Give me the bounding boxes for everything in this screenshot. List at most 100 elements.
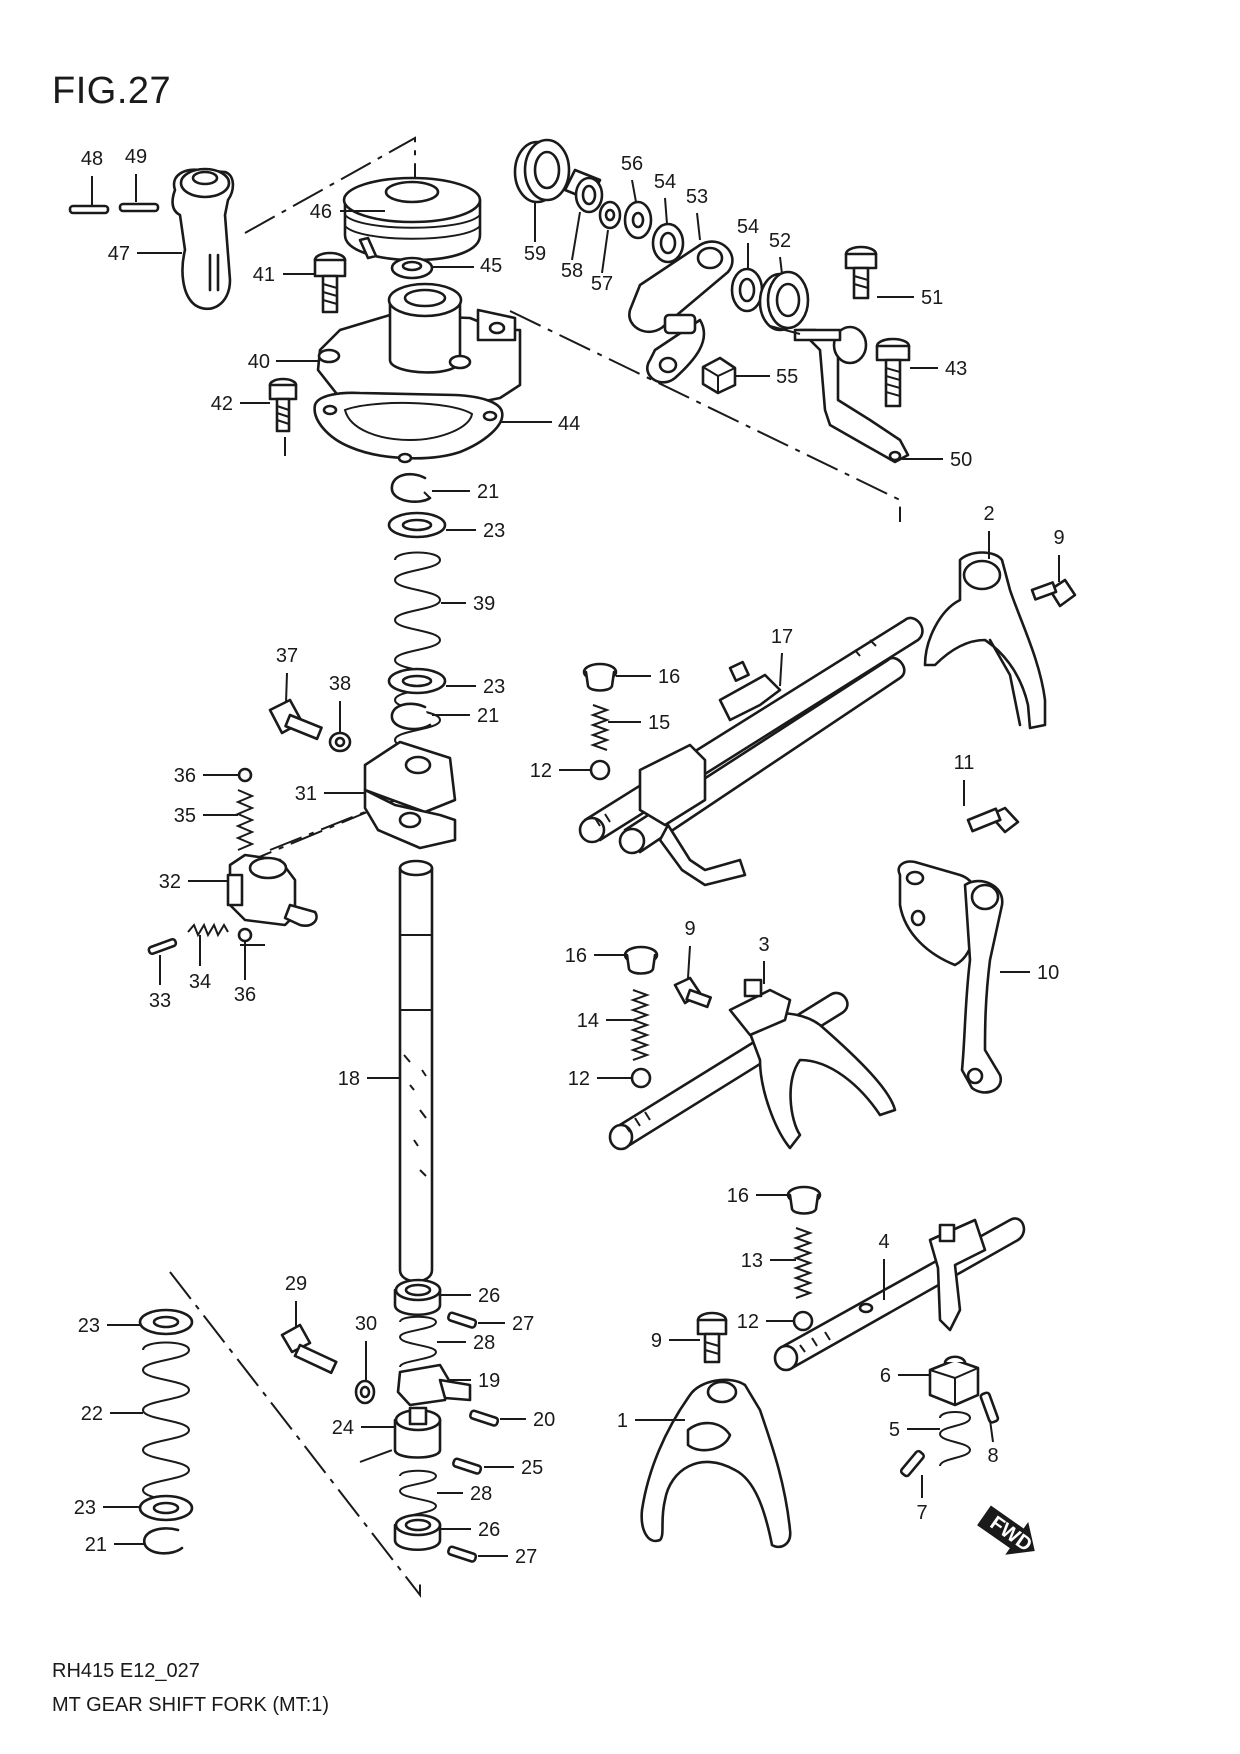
callout-label-l50: 50 [950,449,972,471]
part-51-bolt [844,245,878,300]
callout-label-l42: 42 [211,393,233,415]
part-27-pin-a [447,1311,478,1329]
part-52-seal [758,270,810,332]
part-25-pin [452,1457,483,1475]
callout-label-l13: 13 [741,1250,763,1272]
part-8-pin [979,1391,1000,1424]
callout-label-l59: 59 [524,243,546,265]
callout-label-l39: 39 [473,593,495,615]
part-28-spring-a [398,1315,438,1368]
callout-label-l27a: 27 [512,1313,534,1335]
part-35-spring [235,789,255,851]
leader-line-l37 [285,672,288,704]
callout-label-l15: 15 [648,712,670,734]
part-21-e-ring-a [390,473,432,504]
callout-label-l30: 30 [355,1313,377,1335]
callout-label-l34: 34 [189,971,211,993]
part-2-shift-fork [923,551,1047,730]
callout-label-l54a: 54 [654,171,676,193]
callout-label-l12c: 12 [737,1311,759,1333]
callout-label-l54b: 54 [737,216,759,238]
part-3-fork-shaft [608,978,897,1151]
part-9-bolt-c [696,1311,728,1364]
leader-line-l54a [664,197,668,225]
callout-label-l24: 24 [332,1417,354,1439]
part-41-bolt [313,251,347,314]
callout-label-l45: 45 [480,255,502,277]
callout-label-l23c: 23 [78,1315,100,1337]
part-23-washer-b [387,667,447,695]
callout-label-l52: 52 [769,230,791,252]
leader-line-l8 [989,1419,994,1443]
callout-label-l32: 32 [159,871,181,893]
part-7-pin [899,1449,925,1478]
part-9-bolt-a [1030,578,1077,608]
part-44-gasket [313,391,504,464]
part-16-plug-b [623,945,659,975]
part-12-ball-c [792,1310,814,1332]
leader-line-l57 [601,229,609,274]
leader-lines [91,174,1060,1557]
part-16-plug-a [582,662,618,692]
part-46-seal [342,176,482,262]
part-36-ball-b [237,927,253,943]
part-32-selector [226,853,318,927]
callout-label-l58: 58 [561,260,583,282]
part-17-fork-shaft [578,616,924,887]
part-14-spring [630,989,650,1061]
part-55-damper [701,356,737,395]
part-56-washer [623,200,653,240]
part-10-lever [897,860,1004,1094]
fwd-direction-badge: FWD [977,1505,1036,1556]
callout-label-l27b: 27 [515,1546,537,1568]
leader-line-l53 [696,212,701,241]
callout-label-l21b: 21 [477,705,499,727]
part-38-washer [328,731,352,753]
part-34-spring [187,922,229,938]
callout-label-l31: 31 [295,783,317,805]
leader-line-l56 [631,179,637,203]
part-49-pin [118,202,160,213]
part-6-interlock-block [928,1355,980,1407]
part-42-bolt [268,377,298,433]
part-47-shift-lever [171,167,235,311]
part-20-pin [469,1409,500,1427]
callout-label-l6: 6 [880,1365,891,1387]
callout-label-l41: 41 [253,264,275,286]
callout-label-l9c: 9 [651,1330,662,1352]
part-12-ball-a [589,759,611,781]
callout-label-l9b: 9 [684,918,695,940]
callout-label-l55: 55 [776,366,798,388]
callout-label-l4: 4 [878,1231,889,1253]
part-22-spring [141,1341,191,1511]
callout-label-l56: 56 [621,153,643,175]
part-26-collar-b [393,1513,442,1551]
callout-label-l48: 48 [81,148,103,170]
part-27-pin-b [447,1545,478,1563]
leader-line-l52 [779,256,783,275]
part-37-plug-bolt [268,698,323,741]
callout-label-l12b: 12 [568,1068,590,1090]
callout-label-l19: 19 [478,1370,500,1392]
figure-title: FIG.27 [52,70,172,112]
part-33-pin [147,937,178,956]
callout-label-l7: 7 [916,1502,927,1524]
callout-label-l5: 5 [889,1419,900,1441]
callout-label-l2: 2 [983,503,994,525]
callout-label-l26a: 26 [478,1285,500,1307]
callout-label-l38: 38 [329,673,351,695]
leader-line-l58 [571,211,581,261]
callout-label-l23a: 23 [483,520,505,542]
leader-line-l17 [779,652,783,687]
callout-label-l35: 35 [174,805,196,827]
callout-label-l10: 10 [1037,962,1059,984]
callout-label-l11: 11 [954,752,975,774]
callout-label-l25: 25 [521,1457,543,1479]
callout-label-l23d: 23 [74,1497,96,1519]
part-4-fork-shaft [773,1217,1026,1372]
part-54-washer-a [651,222,685,264]
part-59-seal [513,138,571,204]
part-21-e-ring-c [142,1527,184,1555]
